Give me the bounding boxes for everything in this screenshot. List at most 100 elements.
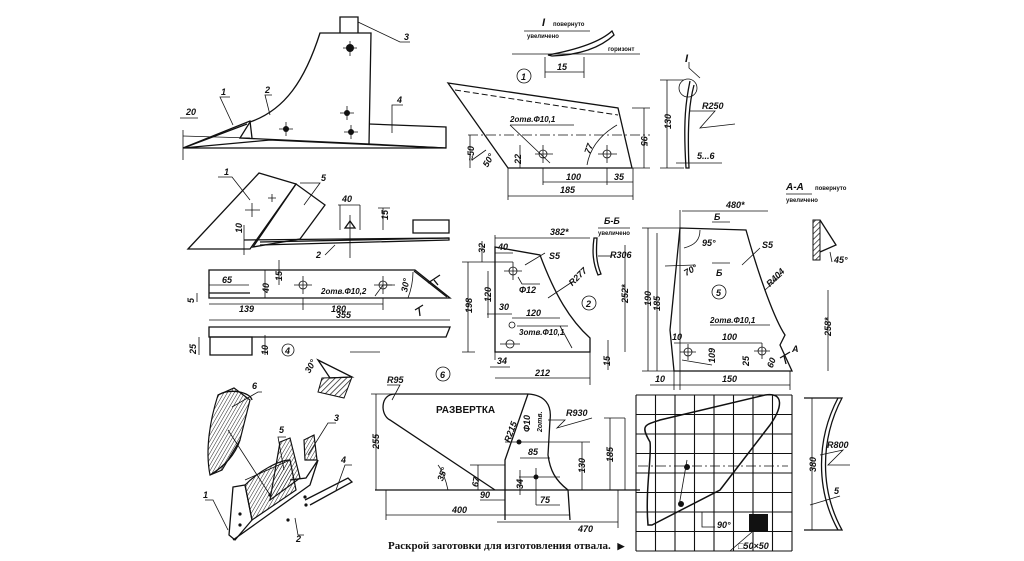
- holes-part6: 2отв.: [537, 411, 544, 433]
- dim-95: 95: [639, 136, 649, 147]
- dim-100-part5: 100: [722, 332, 737, 342]
- dim-50: ≈50: [466, 146, 476, 161]
- assembly-top-view: 1 5 2 40 15 10: [186, 167, 450, 260]
- part-number-6: 6: [440, 370, 446, 380]
- section-a-marker: А: [791, 344, 799, 354]
- dim-382: 382*: [550, 227, 569, 237]
- razvertka-title: РАЗВЕРТКА: [436, 405, 495, 416]
- dim-10-part5b: 10: [655, 374, 665, 384]
- section-aa-note2: увеличено: [786, 198, 818, 204]
- part-number-5: 5: [716, 288, 722, 298]
- dim-355: 355: [336, 310, 352, 320]
- mid-label-5: 5: [321, 173, 327, 183]
- detail-note: повернуто: [553, 22, 585, 28]
- part-4-drawing: 65 40 15 5 2отв.Ф10,2 30° 139 180 355 10…: [186, 260, 452, 399]
- s5-part5: S5: [762, 240, 774, 250]
- dim-10-part5a: 10: [672, 332, 682, 342]
- dim-20: 20: [185, 107, 196, 117]
- dim-30: 30: [499, 302, 509, 312]
- dim-15-detail: 15: [557, 62, 568, 72]
- section-bb: Б-Б: [604, 216, 620, 226]
- dim-77: 77: [582, 141, 595, 155]
- view-label-I: I: [685, 53, 689, 65]
- dim-25-part4: 25: [188, 343, 198, 355]
- isometric-assembly-view: 6 5 3 4 1 2: [203, 381, 354, 544]
- holes-label-part4: 2отв.Ф10,2: [320, 287, 367, 296]
- dim-380: 380: [808, 457, 818, 472]
- part-6-drawing: 6 R95 РАЗВЕРТКА 255 35° 67 R215 Ф10 2отв…: [371, 366, 640, 534]
- dim-470: 470: [577, 524, 593, 534]
- dim-109: 109: [707, 348, 717, 363]
- angle-90: 90°: [717, 520, 731, 530]
- section-aa-note: повернуто: [815, 186, 847, 192]
- dim-40-part4: 40: [261, 283, 271, 294]
- mid-label-1: 1: [224, 167, 229, 177]
- detail-note2: увеличено: [527, 34, 559, 40]
- dim-185-part5: 185: [652, 295, 662, 311]
- angle-45: 45°: [833, 255, 848, 265]
- dim-190: 190: [643, 291, 653, 306]
- thickness-5: 5: [834, 486, 840, 496]
- iso-label-5: 5: [279, 425, 285, 435]
- dim-85: 85: [528, 447, 539, 457]
- part-number-2: 2: [585, 299, 591, 309]
- d10-part6: Ф10: [522, 415, 532, 432]
- part-1-drawing: I повернуто увеличено горизонт 15 1 2отв…: [446, 17, 736, 200]
- dim-15-mid: 15: [380, 209, 390, 220]
- iso-label-6: 6: [252, 381, 258, 391]
- r800: R800: [827, 440, 849, 450]
- holes-label-part2: 3отв.Ф10,1: [519, 328, 565, 337]
- dim-32: 32: [477, 243, 487, 253]
- r930: R930: [566, 408, 588, 418]
- angle-95: 95°: [702, 238, 716, 248]
- detail-title: I: [542, 17, 546, 29]
- dim-5-part4: 5: [186, 297, 196, 303]
- part-number-4: 4: [284, 346, 290, 356]
- dim-212: 212: [534, 368, 550, 378]
- dim-400: 400: [451, 505, 467, 515]
- caption-text: Раскрой заготовки для изготовления отвал…: [388, 540, 611, 552]
- dim-100: 100: [566, 172, 581, 182]
- dim-40-mid: 40: [341, 194, 352, 204]
- dim-10-mid: 10: [234, 223, 244, 233]
- dim-139: 139: [239, 304, 254, 314]
- angle-50: 50°: [481, 152, 497, 169]
- dim-10-part4: 10: [260, 345, 270, 355]
- angle-35: 35°: [435, 466, 449, 483]
- dim-5-6: 5...6: [697, 151, 716, 161]
- iso-label-3: 3: [334, 413, 339, 423]
- r277: R277: [567, 265, 590, 288]
- grid-template: [635, 394, 793, 552]
- dim-40-part2: 40: [497, 242, 508, 252]
- dim-130-part1: 130: [663, 114, 673, 129]
- horizon-label: горизонт: [608, 47, 635, 53]
- dim-65: 65: [222, 275, 233, 285]
- section-b-mid: Б: [716, 268, 723, 278]
- r215: R215: [502, 419, 519, 444]
- label-2: 2: [264, 85, 270, 95]
- dim-15-part2: 15: [602, 355, 612, 366]
- dim-120b: 120: [526, 308, 541, 318]
- label-3: 3: [404, 32, 409, 42]
- dim-480: 480*: [725, 200, 745, 210]
- mid-label-2: 2: [315, 250, 321, 260]
- dim-150: 150: [722, 374, 737, 384]
- iso-label-1: 1: [203, 490, 208, 500]
- dim-90: 90: [480, 490, 490, 500]
- dim-34-part6: 34: [515, 479, 525, 489]
- radius-250: R250: [702, 101, 724, 111]
- label-4: 4: [396, 95, 402, 105]
- dim-180: 180: [331, 304, 346, 314]
- dim-255: 255: [371, 433, 381, 450]
- angle-70: 70°: [682, 262, 699, 278]
- r95: R95: [387, 375, 405, 385]
- dim-35: 35: [614, 172, 625, 182]
- dim-258: 258*: [823, 317, 833, 337]
- section-b-top: Б: [714, 212, 721, 222]
- s5-part2: S5: [549, 251, 561, 261]
- angle-30-part4: 30°: [399, 277, 411, 293]
- part-5-drawing: 480* Б 95° 70° Б S5 R404 5 190 185 2отв.…: [642, 182, 848, 390]
- holes-label-part5: 2отв.Ф10,1: [709, 316, 756, 325]
- dim-120a: 120: [483, 287, 493, 302]
